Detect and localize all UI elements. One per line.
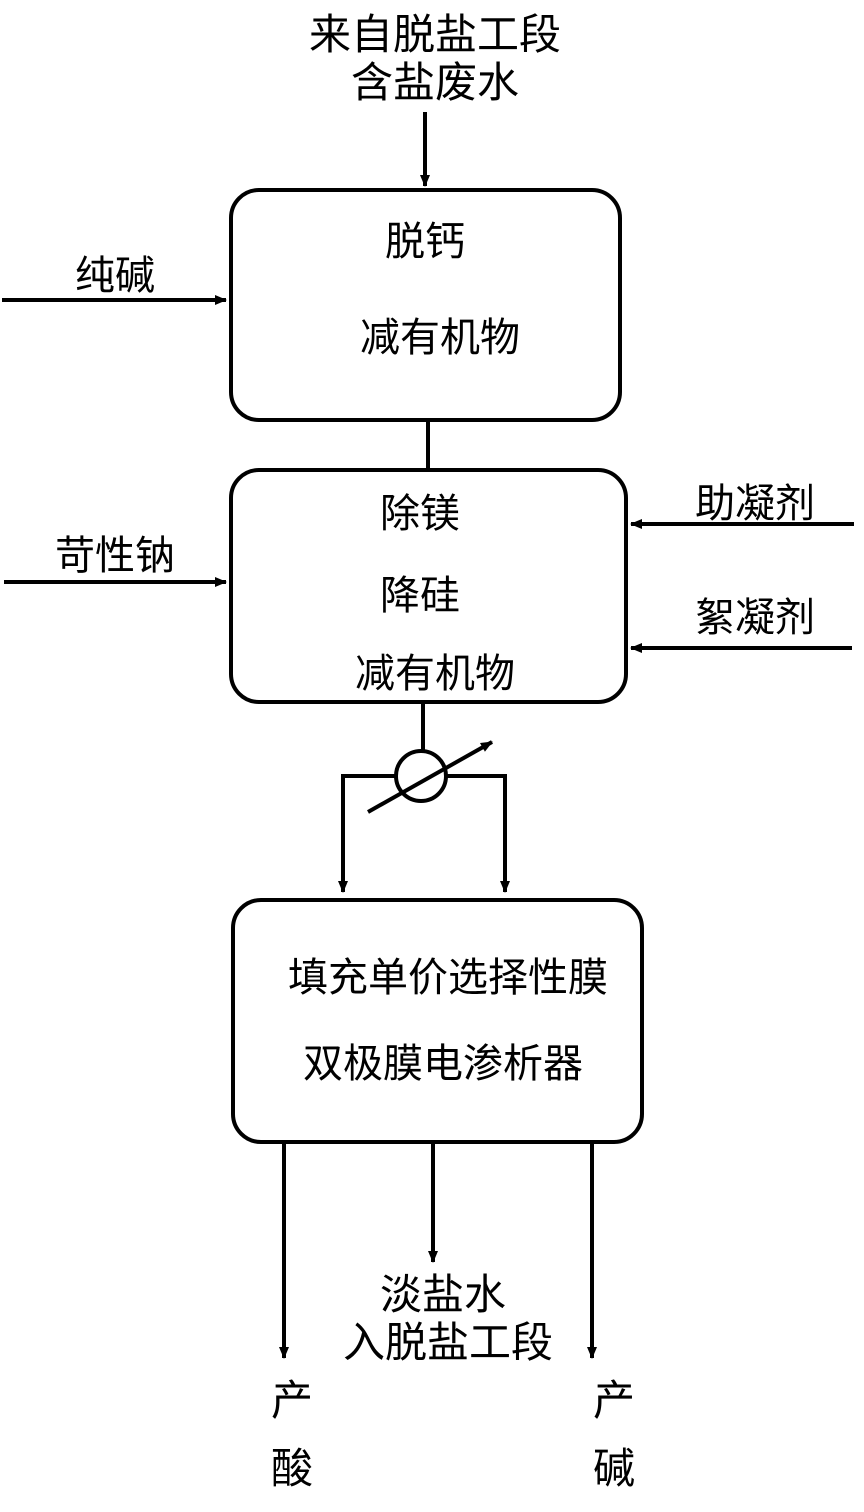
base-label-char1: 产 (592, 1376, 635, 1425)
exchanger-control-arrow (367, 740, 493, 814)
acid-label-char2: 酸 (270, 1444, 313, 1493)
right-branch-line (446, 774, 510, 893)
box3-label-line2: 双极膜电渗析器 (303, 1041, 583, 1087)
coagulant-aid-label: 助凝剂 (695, 481, 815, 527)
demagnesium-box (229, 468, 628, 704)
box3-label-line1: 填充单价选择性膜 (288, 955, 608, 1001)
box1-label-line1: 脱钙 (385, 219, 465, 265)
acid-label-char1: 产 (270, 1376, 313, 1425)
dilute-label-line1: 淡盐水 (379, 1270, 506, 1319)
base-label-char2: 碱 (592, 1444, 635, 1493)
inlet-label-line1: 来自脱盐工段 (308, 10, 561, 59)
flocculant-label: 絮凝剂 (695, 595, 815, 641)
inlet-label-line2: 含盐废水 (350, 58, 519, 107)
box1-label-line2: 减有机物 (360, 315, 520, 361)
left-branch-line (338, 774, 396, 893)
electrodialysis-box (231, 898, 644, 1144)
box2-label-line3: 减有机物 (355, 651, 515, 697)
box2-label-line2: 降硅 (380, 573, 460, 619)
box2-label-line1: 除镁 (380, 491, 460, 537)
soda-ash-label: 纯碱 (75, 253, 155, 299)
caustic-soda-label: 苛性钠 (55, 533, 175, 579)
decalcification-box (229, 188, 622, 422)
dilute-label-line2: 入脱盐工段 (342, 1318, 553, 1367)
